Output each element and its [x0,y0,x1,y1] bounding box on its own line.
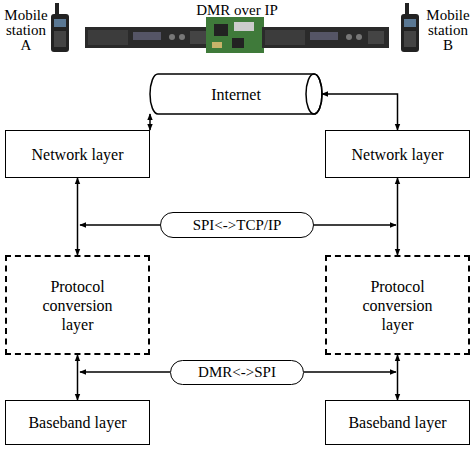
node-text: Baseband layer [28,413,126,432]
link-arrow [397,355,399,400]
repeater-device [262,27,389,48]
layer-box: Protocol conversion layer [5,255,150,355]
radio-icon [401,3,419,52]
link-arrow [322,94,398,130]
link-arrow [397,178,399,255]
layer-box: Baseband layer [5,400,150,445]
node-text: Protocol conversion layer [28,277,128,334]
station-label: Mobile station B [423,8,473,53]
interface-label: DMR<->SPI [170,360,304,385]
node-text: Baseband layer [348,413,446,432]
node-text: Network layer [32,145,124,164]
node-text: Network layer [352,145,444,164]
node-text: Internet [211,85,261,104]
layer-box: Network layer [5,130,150,178]
diagram-title: DMR over IP [130,2,344,19]
layer-box: Baseband layer [325,400,470,445]
repeater-device [85,27,210,48]
node-text: DMR<->SPI [198,363,276,382]
node-text: SPI<->TCP/IP [193,216,282,235]
link-arrow [77,178,79,255]
node-text: Protocol conversion layer [348,277,448,334]
interface-label: SPI<->TCP/IP [160,212,314,238]
link-arrow [77,355,79,400]
station-label: Mobile station A [2,8,50,53]
link-arrow [149,114,151,130]
circuit-board [206,17,264,53]
layer-box: Network layer [325,130,470,178]
radio-icon [51,3,69,52]
layer-box: Protocol conversion layer [325,255,470,355]
network-cloud: Internet [150,74,322,114]
